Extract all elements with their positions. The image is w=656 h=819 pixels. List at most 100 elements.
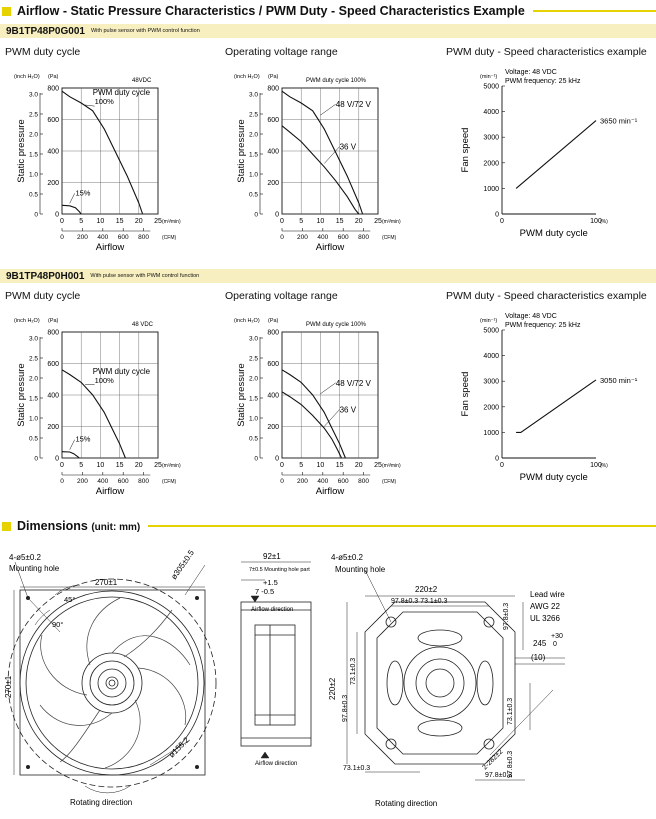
cfm-tick-label: 0: [60, 478, 64, 485]
unit-pa: (Pa): [268, 318, 279, 324]
unit-cfm: (CFM): [382, 479, 396, 485]
x-axis-label: Airflow: [316, 486, 345, 497]
label-48-72v: 48 V/72 V: [336, 100, 372, 109]
y-tick-label: 2000: [483, 404, 499, 411]
y-axis-label: Static pressure: [236, 363, 247, 426]
label-pwm-duty-cycle: PWM duty cycle: [93, 88, 151, 97]
unit-cfm: (CFM): [382, 235, 396, 241]
back-width-220: 220±2: [415, 585, 438, 594]
front-diam-155: ø155.2: [167, 735, 191, 759]
y-tick-label: 4000: [483, 109, 499, 116]
inch-tick-label: 2.5: [29, 112, 38, 119]
x-tick-label: 10: [317, 218, 325, 225]
back-height-978-lower-right: 97.8±0.3: [507, 751, 514, 778]
model-bar-1: 9B1TP48P0G001 With pulse sensor with PWM…: [0, 24, 656, 38]
lead-wire-ul: UL 3266: [530, 614, 561, 623]
outer-dashed-circle: [7, 578, 217, 788]
unit-pa: (Pa): [268, 74, 279, 80]
inch-tick-label: 3.0: [249, 336, 258, 343]
x-tick-label: 15: [116, 462, 124, 469]
inch-tick-label: 2.0: [29, 376, 38, 383]
leader-48-72v: [320, 382, 336, 395]
y-tick-label: 4000: [483, 353, 499, 360]
inch-tick-label: 2.5: [249, 356, 258, 363]
inch-tick-label: 0.5: [29, 436, 38, 443]
unit-cfm: (CFM): [162, 479, 176, 485]
inch-tick-label: 1.0: [29, 416, 38, 423]
x-tick-label: 0: [280, 218, 284, 225]
x-tick-label: 0: [280, 462, 284, 469]
inch-tick-label: 3.0: [29, 336, 38, 343]
y-tick-label: 0: [55, 456, 59, 463]
y-tick-label: 600: [47, 361, 59, 368]
chart-title-voltage-1: Operating voltage range: [225, 46, 338, 58]
x-tick-label: 20: [135, 218, 143, 225]
inch-tick-label: 1.0: [29, 172, 38, 179]
y-tick-label: 200: [47, 180, 59, 187]
y-tick-label: 0: [55, 212, 59, 219]
x-tick-label: 0: [500, 218, 504, 225]
cfm-tick-label: 800: [358, 234, 369, 241]
section-header-dimensions: Dimensions (unit: mm): [0, 519, 656, 533]
chart-annotation: 48VDC: [132, 78, 152, 84]
inch-tick-label: 1.0: [249, 416, 258, 423]
end-speed-label: 3650 min⁻¹: [600, 117, 638, 126]
x-tick-label: 20: [355, 218, 363, 225]
x-tick-label: 0: [60, 218, 64, 225]
section-rule: [148, 525, 656, 527]
front-mount-hole-dim: 4-ø5±0.2: [9, 553, 42, 562]
series-curve-0: [281, 90, 364, 215]
label-48-72v: 48 V/72 V: [336, 379, 372, 388]
label-100pct: 100%: [95, 376, 115, 385]
back-bottom-731: 73.1±0.3: [343, 765, 370, 772]
lead-wire-label: Lead wire: [530, 590, 565, 599]
side-tol-plus: +1.5: [263, 578, 278, 587]
unit-m3: (m³/min): [162, 219, 181, 225]
outer-circle: [19, 590, 205, 776]
y-tick-label: 200: [47, 424, 59, 431]
label-pwm-duty-cycle: PWM duty cycle: [93, 367, 151, 376]
y-tick-label: 0: [275, 212, 279, 219]
cfm-tick-label: 800: [138, 478, 149, 485]
cfm-tick-label: 400: [317, 478, 328, 485]
front-height-dim: 270±1: [4, 675, 13, 698]
chart-title-voltage-2: Operating voltage range: [225, 290, 338, 302]
x-tick-label: 25: [374, 218, 382, 225]
cfm-tick-label: 600: [338, 234, 349, 241]
model-bar-2: 9B1TP48P0H001 With pulse sensor with PWM…: [0, 269, 656, 283]
front-rotating-direction: Rotating direction: [70, 798, 132, 807]
inch-tick-label: 1.5: [249, 396, 258, 403]
inch-tick-label: 0: [254, 212, 258, 219]
unit-min: (min⁻¹): [480, 318, 497, 324]
back-height-220: 220±2: [328, 677, 337, 700]
fan-blades: [39, 597, 191, 769]
front-angle-45: 45°: [64, 595, 75, 604]
y-tick-label: 3000: [483, 135, 499, 142]
y-tick-label: 800: [47, 86, 59, 93]
x-tick-label: 5: [79, 462, 83, 469]
yellow-square-icon: [2, 6, 11, 16]
unit-cfm: (CFM): [162, 235, 176, 241]
side-airflow-direction-top: Airflow direction: [251, 607, 293, 613]
cfm-tick-label: 200: [77, 478, 88, 485]
x-tick-label: 0: [500, 462, 504, 469]
x-tick-label: 5: [299, 462, 303, 469]
unit-pa: (Pa): [48, 74, 59, 80]
x-tick-label: 20: [135, 462, 143, 469]
y-tick-label: 200: [267, 180, 279, 187]
unit-inch: (inch H₂O): [234, 318, 260, 324]
inch-tick-label: 0.5: [249, 192, 258, 199]
side-depth-dim: 92±1: [263, 552, 281, 561]
unit-m3: (m³/min): [382, 463, 401, 469]
cfm-tick-label: 600: [338, 478, 349, 485]
back-height-978-left: 97.8±0.3: [342, 695, 349, 722]
y-axis-label: Static pressure: [236, 119, 247, 182]
unit-inch: (inch H₂O): [14, 318, 40, 324]
y-tick-label: 400: [47, 393, 59, 400]
y-tick-label: 1000: [483, 430, 499, 437]
model-code: 9B1TP48P0G001: [6, 25, 85, 37]
inch-tick-label: 2.0: [249, 376, 258, 383]
